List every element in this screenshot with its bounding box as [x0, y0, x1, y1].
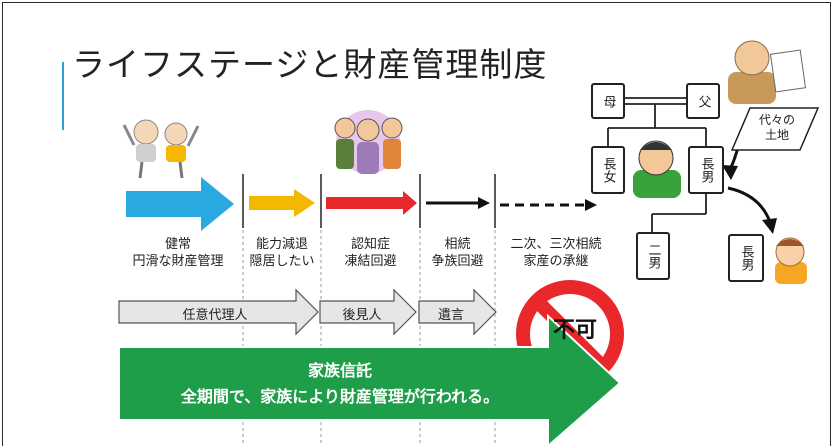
- grandson-figure-icon: [775, 237, 807, 284]
- eldest-son-box: 長男: [688, 146, 724, 194]
- stage5-arrow: [500, 199, 597, 211]
- not-possible-label: 不可: [552, 318, 597, 343]
- grandson-box: 長男: [728, 234, 764, 282]
- family-trust-arrow: [118, 313, 622, 446]
- family-trust-subtitle: 全期間で、家族により財産管理が行われる。: [180, 387, 500, 406]
- mother-box: 母: [591, 83, 625, 119]
- stage-label-inheritance-line1: 相続: [444, 237, 471, 252]
- father-label: 父: [695, 94, 711, 108]
- stage-label-succession-line2: 家産の承継: [523, 254, 589, 269]
- land-note-line1: 代々の: [758, 113, 795, 127]
- grandson-label: 長男: [738, 245, 754, 271]
- stage1-arrow: [126, 177, 234, 231]
- stage-label-decline-line2: 隠居したい: [249, 254, 315, 269]
- stage-label-inheritance: 相続 争族回避: [420, 236, 495, 270]
- eldest-daughter-box: 長女: [591, 146, 625, 194]
- voluntary-guardian-label: 任意代理人: [182, 308, 248, 323]
- stage-label-dementia-line2: 凍結回避: [344, 254, 397, 269]
- stage-label-healthy-line2: 円滑な財産管理: [132, 254, 224, 269]
- stage4-arrow: [426, 197, 490, 209]
- stage-label-succession: 二次、三次相続 家産の承継: [497, 236, 615, 270]
- stage3-arrow: [326, 191, 417, 215]
- second-son-box: 二男: [636, 232, 670, 280]
- stage-label-decline: 能力減退 隠居したい: [243, 236, 321, 270]
- family-tree-lines: [607, 97, 707, 232]
- second-son-label: 二男: [645, 243, 661, 269]
- inherit-arrow-to-grandson: [727, 186, 772, 223]
- dementia-family-icon: [334, 110, 403, 174]
- land-document: [730, 107, 820, 151]
- stage-label-dementia: 認知症 凍結回避: [321, 236, 420, 270]
- eldest-son-figure-icon: [633, 140, 681, 198]
- eldest-son-label: 長男: [698, 157, 714, 183]
- father-figure-icon: [728, 40, 807, 104]
- adult-guardian-label: 後見人: [342, 308, 382, 323]
- will-label: 遺言: [437, 308, 464, 323]
- slide-title: ライフステージと財産管理制度: [72, 45, 548, 84]
- healthy-couple-icon: [122, 119, 200, 179]
- eldest-daughter-label: 長女: [600, 157, 616, 183]
- mother-label: 母: [600, 94, 616, 108]
- stage-label-healthy-line1: 健常: [164, 237, 191, 252]
- stage2-arrow: [249, 189, 315, 217]
- adult-guardian-arrow: [319, 288, 417, 336]
- family-trust-title: 家族信託: [307, 361, 372, 380]
- voluntary-guardian-arrow: [118, 288, 319, 336]
- land-note-line2: 土地: [764, 128, 789, 142]
- father-box: 父: [686, 83, 720, 119]
- stage-label-decline-line1: 能力減退: [255, 237, 308, 252]
- title-accent-bar: [62, 62, 64, 130]
- land-note: 代々の 土地: [752, 113, 802, 143]
- stage-label-dementia-line1: 認知症: [350, 237, 390, 252]
- stage-dividers: [242, 174, 496, 228]
- stage-label-inheritance-line2: 争族回避: [431, 254, 484, 269]
- stage-label-healthy: 健常 円滑な財産管理: [120, 236, 236, 270]
- stage-label-succession-line1: 二次、三次相続: [510, 237, 602, 252]
- will-arrow: [418, 288, 497, 336]
